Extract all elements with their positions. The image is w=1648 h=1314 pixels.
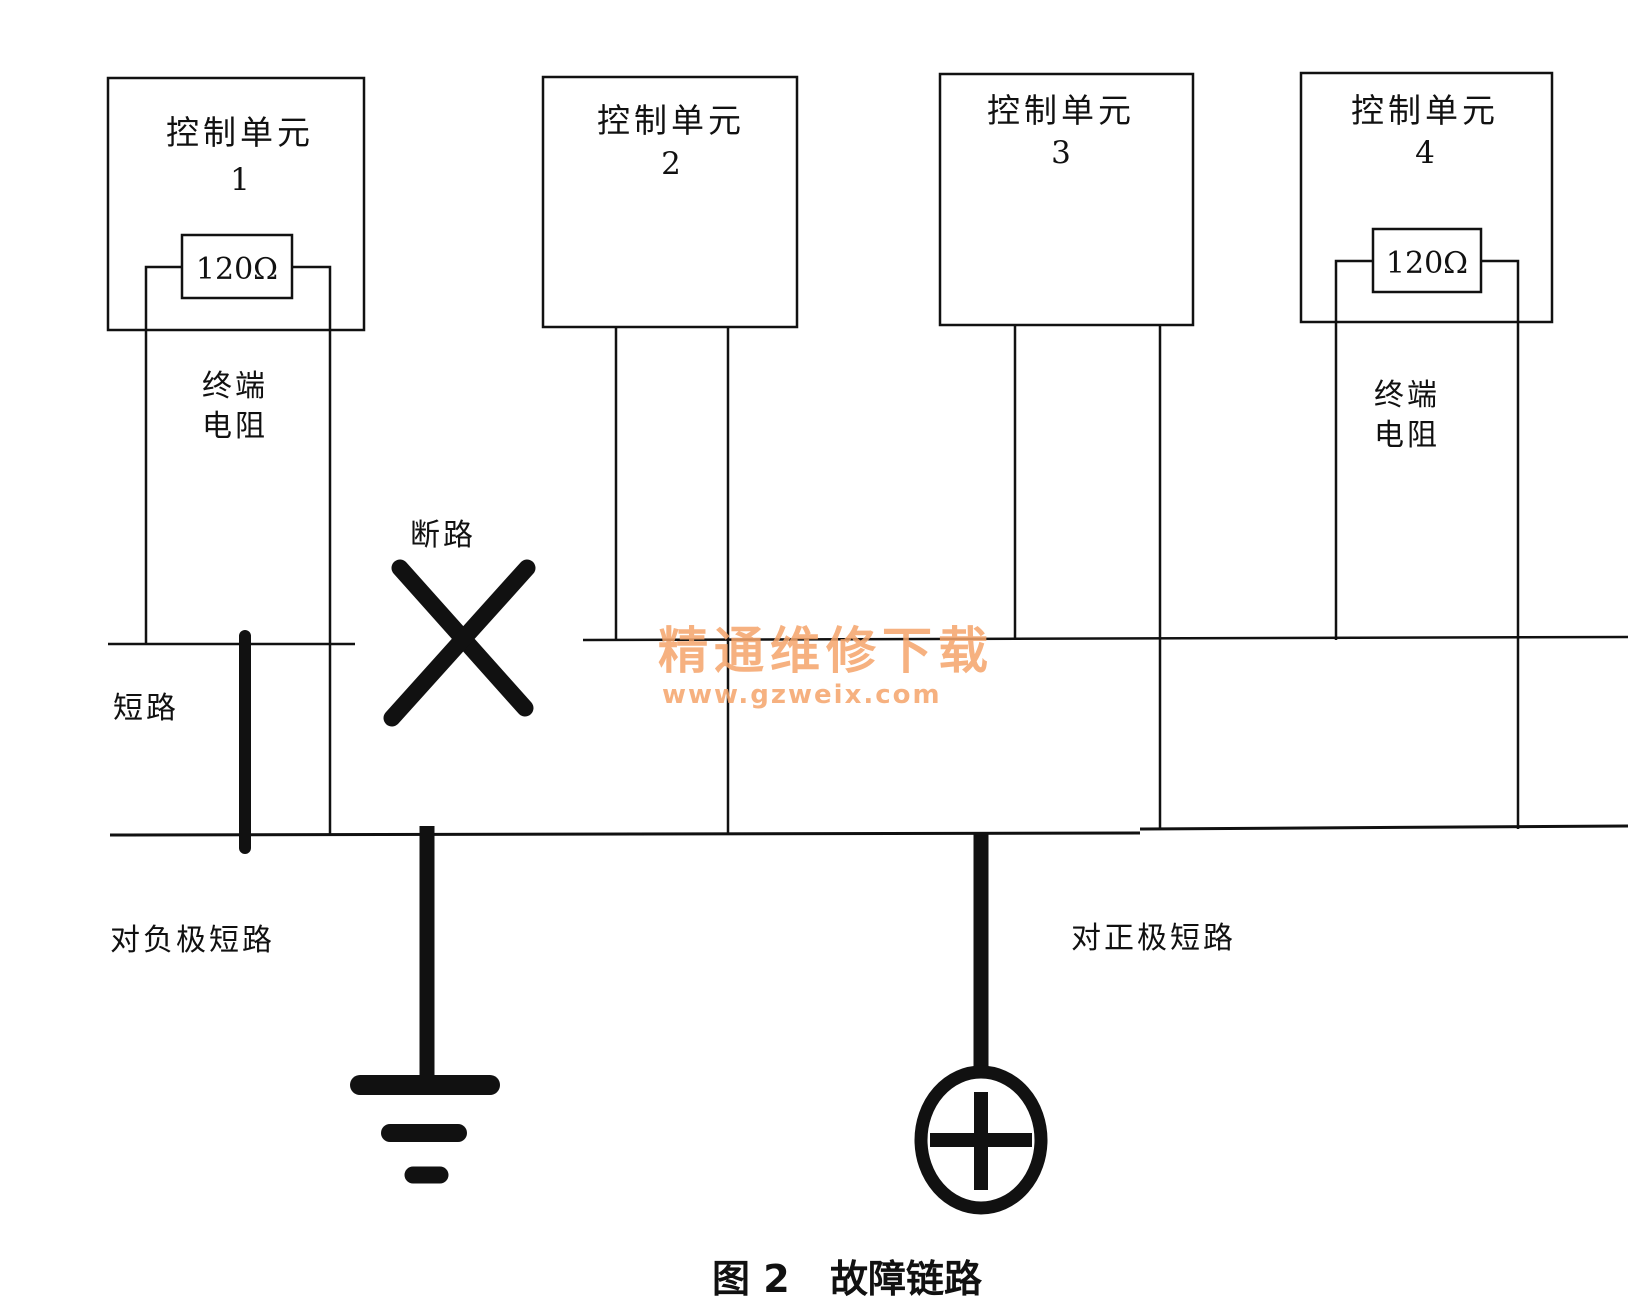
terminating-resistor-4: 120Ω 终端 电阻	[1334, 227, 1520, 829]
open-circuit-x-stroke-b	[383, 559, 536, 727]
bus-low-right-segment	[1139, 824, 1629, 831]
control-unit-3: 控制单元 3	[938, 72, 1195, 327]
bus-lines	[108, 635, 1629, 837]
open-circuit: 断路	[383, 518, 536, 727]
figure-caption: 图 2 故障链路	[712, 1257, 983, 1301]
short-circuit-label: 短路	[113, 691, 179, 726]
control-unit-2-box	[541, 75, 799, 329]
figure-number: 图 2	[712, 1257, 790, 1301]
control-unit-2: 控制单元 2	[541, 75, 799, 329]
short-to-positive: 对正极短路	[914, 833, 1236, 1215]
resistor-4-body	[1371, 227, 1483, 294]
control-unit-1-number: 1	[230, 162, 250, 198]
resistor-1-caption-line2: 电阻	[202, 409, 268, 444]
open-circuit-label: 断路	[410, 518, 476, 553]
control-unit-1-box	[106, 76, 366, 332]
control-unit-4-box	[1299, 71, 1554, 324]
control-unit-1: 控制单元 1	[106, 76, 366, 332]
short-circuit: 短路	[113, 630, 251, 854]
resistor-4-value: 120Ω	[1386, 246, 1468, 281]
resistor-1-value: 120Ω	[196, 252, 278, 287]
bus-high-right-segment	[582, 635, 1629, 642]
short-to-negative-label: 对负极短路	[110, 923, 275, 958]
watermark-url: www.gzweix.com	[662, 680, 942, 710]
watermark: 精通维修下载 www.gzweix.com	[658, 622, 994, 710]
short-to-negative: 对负极短路	[110, 826, 500, 1184]
terminating-resistor-1: 120Ω 终端 电阻	[144, 233, 332, 835]
resistor-4-caption-line2: 电阻	[1374, 418, 1440, 453]
control-unit-1-label: 控制单元	[166, 113, 314, 152]
control-unit-4-label: 控制单元	[1351, 91, 1499, 130]
control-unit-3-box	[938, 72, 1195, 327]
unit-stubs	[614, 325, 1162, 834]
control-unit-2-label: 控制单元	[597, 101, 745, 140]
figure-title: 故障链路	[830, 1257, 983, 1301]
resistor-4-lead-left	[1334, 259, 1373, 640]
resistor-1-lead-left	[144, 265, 182, 644]
bus-low-left-segment	[109, 831, 1141, 837]
resistor-4-caption-line1: 终端	[1374, 378, 1440, 413]
resistor-4-lead-right	[1481, 259, 1520, 829]
resistor-1-caption-line1: 终端	[202, 369, 268, 404]
positive-symbol-ring	[914, 1065, 1048, 1215]
watermark-text: 精通维修下载	[658, 622, 994, 680]
resistor-1-lead-right	[292, 265, 332, 835]
control-unit-4: 控制单元 4	[1299, 71, 1554, 324]
short-to-positive-label: 对正极短路	[1071, 921, 1236, 956]
control-unit-2-number: 2	[661, 146, 681, 182]
control-unit-3-label: 控制单元	[987, 91, 1135, 130]
control-unit-3-number: 3	[1051, 135, 1071, 171]
control-unit-4-number: 4	[1415, 135, 1435, 171]
